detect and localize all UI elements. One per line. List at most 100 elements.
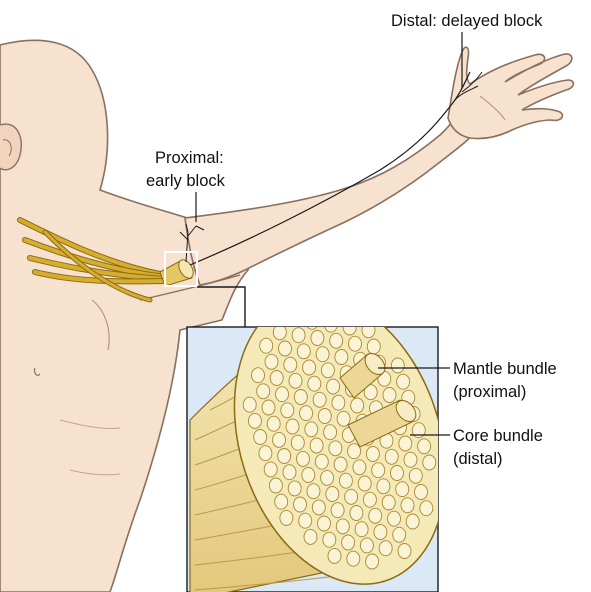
fascicle (342, 535, 355, 550)
fascicle (288, 481, 301, 496)
fascicle (369, 508, 382, 523)
distal-label: Distal: delayed block (391, 12, 543, 30)
fascicle (329, 441, 342, 456)
fascicle (276, 387, 289, 402)
fascicle (363, 492, 376, 507)
fascicle (243, 397, 256, 412)
fascicle (324, 425, 337, 440)
fascicle (372, 463, 385, 478)
fascicle (337, 411, 350, 426)
fascicle (306, 314, 319, 329)
fascicle (311, 331, 324, 346)
fascicle (262, 400, 275, 415)
fascicle (252, 368, 265, 383)
fascicle (286, 419, 299, 434)
fascicle (397, 374, 410, 389)
fascicle (339, 473, 352, 488)
fascicle (399, 436, 412, 451)
fascicle (351, 398, 364, 413)
fascicle (366, 554, 379, 569)
fascicle (248, 413, 261, 428)
fascicle (307, 484, 320, 499)
fascicle (404, 452, 417, 467)
fascicle (308, 376, 321, 391)
fascicle (350, 506, 363, 521)
fascicle (343, 320, 356, 335)
fascicle (362, 323, 375, 338)
fascicle (374, 525, 387, 540)
fascicle (332, 395, 345, 410)
fascicle (406, 514, 419, 529)
proximal-label-line2: early block (146, 172, 226, 190)
fascicle (367, 339, 380, 354)
fascicle (353, 460, 366, 475)
fascicle (297, 451, 310, 466)
fascicle (398, 544, 411, 559)
fascicle (318, 409, 331, 424)
fascicle (335, 350, 348, 365)
fascicle (393, 527, 406, 542)
fascicle (347, 551, 360, 566)
fascicle (269, 478, 282, 493)
fascicle (331, 503, 344, 518)
fascicle (379, 541, 392, 556)
fascicle (283, 465, 296, 480)
fascicle (315, 454, 328, 469)
fascicle (254, 430, 267, 445)
fascicle (300, 406, 313, 421)
fascicle (257, 384, 270, 399)
fascicle (284, 357, 297, 372)
fascicle (305, 422, 318, 437)
fascicle (270, 371, 283, 386)
fascicle (312, 500, 325, 515)
fascicle (291, 435, 304, 450)
fascicle (292, 328, 305, 343)
fascicle (273, 325, 286, 340)
fascicle (323, 532, 336, 547)
fascicle (366, 447, 379, 462)
fascicle (287, 312, 300, 327)
fascicle (294, 390, 307, 405)
fascicle (297, 344, 310, 359)
fascicle (303, 360, 316, 375)
fascicle (334, 457, 347, 472)
fascicle (275, 494, 288, 509)
fascicle (289, 373, 302, 388)
fascicle (383, 388, 396, 403)
fascicle (324, 317, 337, 332)
fascicle (420, 501, 433, 516)
fascicle (330, 333, 343, 348)
fascicle (418, 439, 431, 454)
fascicle (260, 338, 273, 353)
fascicle (280, 510, 293, 525)
fascicle (327, 379, 340, 394)
fascicle (273, 432, 286, 447)
fascicle (409, 468, 422, 483)
fascicle (423, 455, 436, 470)
fascicle (313, 392, 326, 407)
fascicle (360, 538, 373, 553)
core-label-line1: Core bundle (453, 427, 543, 445)
hand (448, 47, 573, 138)
fascicle (349, 336, 362, 351)
fascicle (316, 347, 329, 362)
fascicle (336, 519, 349, 534)
fascicle (299, 513, 312, 528)
fascicle (294, 497, 307, 512)
fascicle (321, 363, 334, 378)
fascicle (326, 487, 339, 502)
fascicle (328, 548, 341, 563)
fascicle (391, 466, 404, 481)
fascicle (259, 446, 272, 461)
mantle-label-line2: (proximal) (453, 383, 526, 401)
fascicle (318, 516, 331, 531)
fascicle (348, 444, 361, 459)
fascicle (278, 449, 291, 464)
fascicle (382, 495, 395, 510)
fascicle (355, 522, 368, 537)
fascicle (388, 511, 401, 526)
fascicle (377, 479, 390, 494)
fascicle (321, 470, 334, 485)
fascicle (310, 438, 323, 453)
fascicle (391, 358, 404, 373)
